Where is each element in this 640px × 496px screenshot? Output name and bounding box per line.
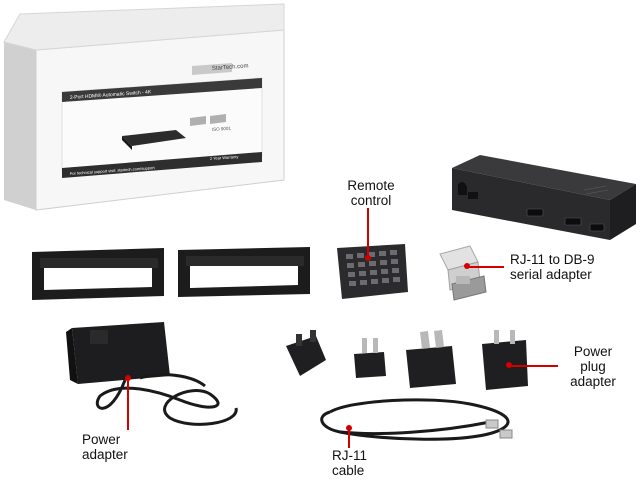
box-warranty: 2 Year Warranty: [210, 154, 239, 161]
label-cable-line-2: cable: [332, 463, 365, 478]
label-plug-line-1: Power: [573, 344, 613, 359]
label-cable-line-1: RJ-11: [332, 448, 368, 463]
callout-power-line: [127, 378, 129, 430]
hdmi-switch: [452, 155, 636, 240]
callout-cable-line: [348, 428, 350, 448]
box-brand: StarTech.com: [212, 63, 249, 72]
label-rj11-cable: RJ-11 cable: [332, 448, 392, 478]
label-serial-line-1: RJ-11 to DB-9: [510, 252, 595, 267]
label-power-line-2: adapter: [82, 447, 128, 462]
box-support-line: For technical support visit: startech.co…: [70, 165, 156, 176]
mounting-bracket-left: [32, 248, 164, 300]
retail-box: [3, 3, 285, 211]
label-serial-adapter: RJ-11 to DB-9 serial adapter: [510, 252, 630, 282]
callout-power-dot: [125, 375, 131, 381]
mounting-bracket-right: [178, 247, 310, 297]
callout-serial-line: [466, 266, 504, 268]
callout-remote-line: [367, 208, 369, 258]
label-power-plug-adapter: Power plug adapter: [558, 344, 628, 389]
callout-serial-dot: [464, 263, 470, 269]
callout-remote-dot: [365, 255, 371, 261]
callout-plug-line: [508, 365, 558, 367]
label-power-line-1: Power: [82, 432, 121, 447]
label-remote-line-2: control: [350, 193, 392, 208]
callout-plug-dot: [506, 362, 512, 368]
label-remote-line-1: Remote: [347, 178, 395, 193]
power-adapter: [66, 322, 238, 426]
callout-cable-dot: [346, 425, 352, 431]
rj11-cable: [320, 398, 513, 441]
plug-adapters: [286, 330, 528, 390]
label-plug-line-3: adapter: [570, 374, 616, 389]
remote-control: [337, 244, 408, 299]
serial-adapter: [439, 245, 487, 301]
label-remote-control: Remote control: [340, 178, 402, 208]
label-plug-line-2: plug: [580, 359, 606, 374]
label-serial-line-2: serial adapter: [510, 267, 592, 282]
box-cert: ISO 9001: [212, 126, 232, 132]
label-power-adapter: Power adapter: [82, 432, 162, 462]
